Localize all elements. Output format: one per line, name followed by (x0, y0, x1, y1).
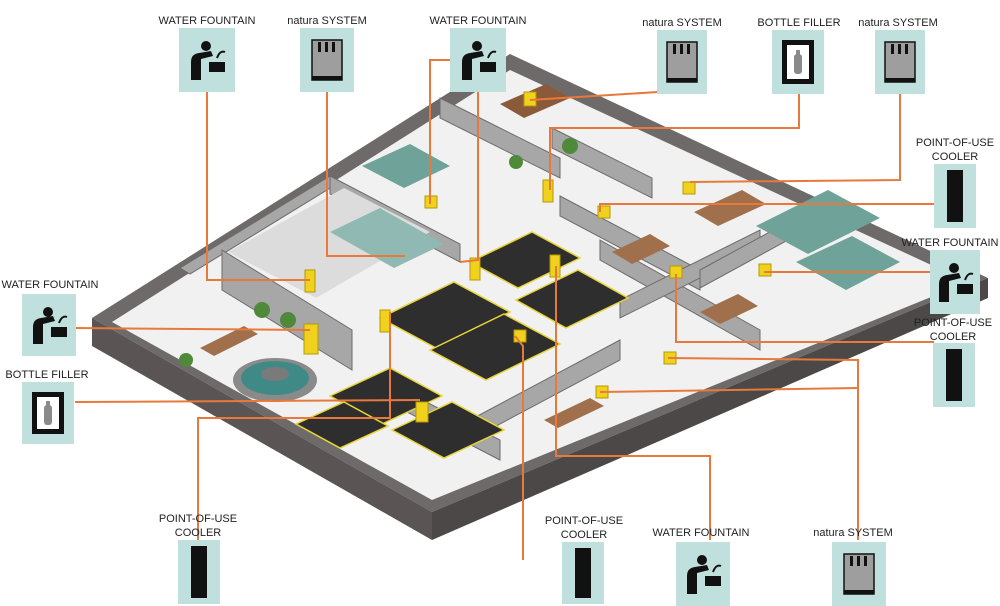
plants (179, 138, 578, 367)
natura-system-icon (875, 30, 925, 94)
callout-label: POINT-OF-USE COOLER (158, 513, 238, 539)
callout-label: natura SYSTEM (858, 17, 938, 29)
callout-point-of-use-cooler-2: POINT-OF-USE COOLER (906, 316, 1000, 407)
callout-label: POINT-OF-USE COOLER (544, 515, 624, 541)
water-fountain-icon (450, 28, 506, 92)
callout-water-fountain-1: WATER FOUNTAIN (150, 14, 264, 92)
point-of-use-cooler-icon (933, 343, 975, 407)
callout-natura-system-1: natura SYSTEM (270, 14, 384, 92)
bottle-filler-icon (22, 382, 74, 444)
callout-natura-system-4: natura SYSTEM (800, 526, 906, 606)
office-floor (112, 70, 968, 500)
callout-label: natura SYSTEM (642, 17, 722, 29)
water-fountain-icon (930, 250, 980, 314)
cubicle-clusters (294, 231, 630, 459)
point-of-use-cooler-icon (178, 540, 220, 604)
callout-label: WATER FOUNTAIN (901, 237, 999, 249)
callout-point-of-use-cooler-3: POINT-OF-USE COOLER (150, 512, 246, 604)
callout-water-fountain-2: WATER FOUNTAIN (421, 14, 535, 92)
building-slab-side-left (92, 318, 432, 540)
callout-label: BOTTLE FILLER (5, 369, 89, 381)
callout-label: WATER FOUNTAIN (652, 527, 750, 539)
water-fountain-icon (22, 294, 76, 356)
callout-label: WATER FOUNTAIN (1, 279, 99, 291)
callout-water-fountain-3: WATER FOUNTAIN (893, 236, 1000, 314)
water-fountain-icon (676, 542, 730, 606)
callout-point-of-use-cooler-1: POINT-OF-USE COOLER (910, 136, 1000, 228)
natura-system-icon (832, 542, 886, 606)
callout-label: POINT-OF-USE COOLER (915, 137, 995, 163)
callout-bottle-filler-1: BOTTLE FILLER (742, 16, 856, 94)
point-of-use-cooler-icon (562, 542, 604, 604)
building-slab-side-right (432, 278, 988, 540)
natura-system-icon (300, 28, 354, 92)
leader-lines (74, 59, 934, 560)
natura-system-icon (657, 30, 707, 94)
point-of-use-cooler-icon (934, 164, 976, 228)
callout-label: natura SYSTEM (813, 527, 893, 539)
callout-label: WATER FOUNTAIN (429, 15, 527, 27)
callout-label: natura SYSTEM (287, 15, 367, 27)
callout-bottle-filler-2: BOTTLE FILLER (0, 368, 94, 444)
callout-natura-system-3: natura SYSTEM (841, 16, 955, 94)
callout-label: POINT-OF-USE COOLER (913, 317, 993, 343)
callout-water-fountain-4: WATER FOUNTAIN (0, 278, 100, 356)
water-fountain-icon (179, 28, 235, 92)
callout-point-of-use-cooler-4: POINT-OF-USE COOLER (534, 514, 634, 604)
callout-natura-system-2: natura SYSTEM (625, 16, 739, 94)
callout-label: WATER FOUNTAIN (158, 15, 256, 27)
callout-label: BOTTLE FILLER (757, 17, 841, 29)
bottle-filler-icon (772, 30, 824, 94)
callout-water-fountain-5: WATER FOUNTAIN (644, 526, 758, 606)
